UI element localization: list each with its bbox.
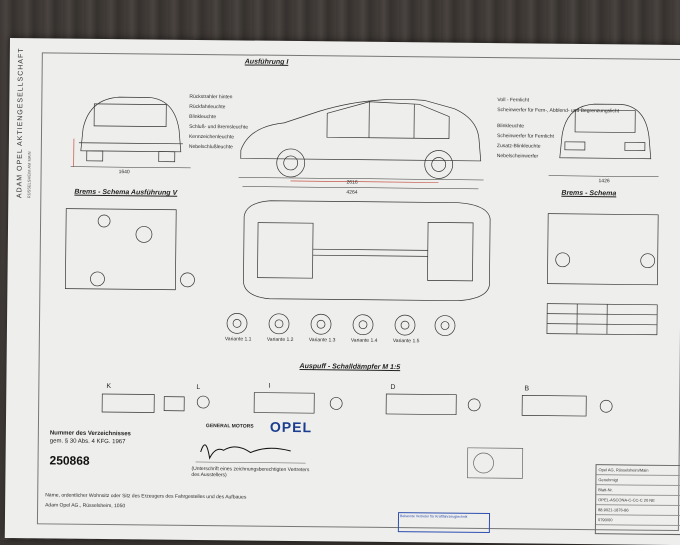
label-right-4: Zusatz-Blinkleuchte xyxy=(497,143,541,149)
label-left-2: Blinkleuchte xyxy=(189,114,216,120)
variant-label-1: Variante 1.1 xyxy=(225,336,252,342)
muffler-label-b: B xyxy=(524,385,529,392)
title-block: Opel AG, Rüsselsheim/Main Genehmigt Blat… xyxy=(595,464,680,535)
footer-address: Adam Opel AG., Rüsselsheim, 1050 xyxy=(45,502,125,509)
registry-title: Nummer des Verzeichnisses xyxy=(50,430,131,437)
dim-total-length: 4264 xyxy=(346,190,357,196)
label-left-3: Schluß- und Bremsleuchte xyxy=(189,124,248,131)
label-right-1: Scheinwerfer für Fern-, Abblend- und Beg… xyxy=(497,107,619,114)
signature-caption: (Unterschrift eines zeichnungsberechtigt… xyxy=(191,466,311,479)
title-block-row: 0790/00 xyxy=(596,515,680,526)
muffler-label-i: I xyxy=(268,383,270,390)
label-right-2: Blinkleuchte xyxy=(497,123,524,129)
label-left-4: Kennzeichenleuchte xyxy=(189,134,234,140)
variant-label-5: Variante 1.5 xyxy=(393,338,420,344)
blueprint-drawings xyxy=(5,38,680,545)
label-right-0: Voll - Fernlicht xyxy=(497,97,529,103)
registry-subtitle: gem. § 30 Abs. 4 KFG. 1967 xyxy=(50,438,126,445)
variant-label-3: Variante 1.3 xyxy=(309,337,336,343)
label-left-1: Rückfahrleuchte xyxy=(189,104,225,110)
label-left-0: Rückstrahler hinten xyxy=(189,94,232,100)
label-left-5: Nebelschlußleuchte xyxy=(189,144,233,150)
dim-wheelbase: 2616 xyxy=(346,180,357,186)
registry-number: 250868 xyxy=(50,453,90,467)
label-right-5: Nebelscheinwerfer xyxy=(497,153,538,159)
variant-label-4: Variante 1.4 xyxy=(351,338,378,344)
variant-label-2: Variante 1.2 xyxy=(267,337,294,343)
muffler-label-k: K xyxy=(106,383,111,390)
dim-front-width: 1640 xyxy=(119,169,130,175)
muffler-label-d: D xyxy=(390,384,395,391)
label-right-3: Scheinwerfer für Fernlicht xyxy=(497,133,554,140)
blue-stamp: Bekannte Vertreter für Kraftfahrzeugtech… xyxy=(398,512,490,533)
general-motors-label: GENERAL MOTORS xyxy=(206,423,254,429)
blueprint-sheet: ADAM OPEL AKTIENGESELLSCHAFT RÜSSELSHEIM… xyxy=(5,38,680,545)
dim-rear-width: 1426 xyxy=(599,178,610,184)
muffler-label-l: L xyxy=(196,384,200,391)
opel-brand-logo: OPEL xyxy=(270,419,312,435)
